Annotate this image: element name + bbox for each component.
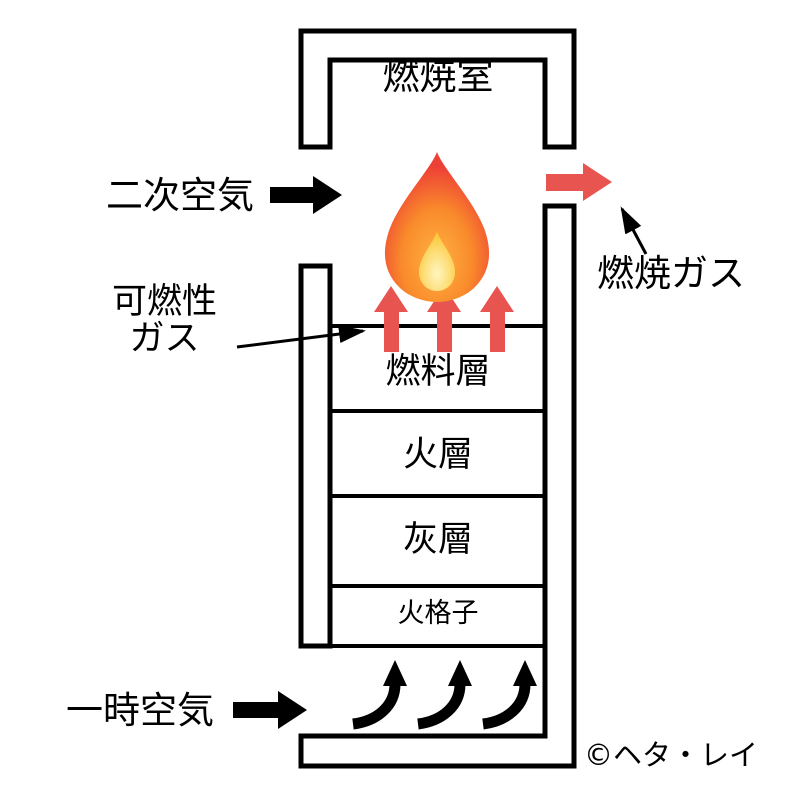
airflow-curved-arrow-1 xyxy=(352,660,407,730)
left-wall xyxy=(298,263,333,649)
combustible-gas-label-line1: 可燃性 xyxy=(111,282,217,322)
gas-up-arrow-2 xyxy=(427,286,461,352)
secondary-air-arrow xyxy=(270,176,342,214)
right-wall-and-floor xyxy=(298,203,577,769)
pointer-combustible-gas xyxy=(236,325,366,349)
combustion-chamber-wall xyxy=(298,28,577,150)
ash-layer-label: 灰層 xyxy=(402,520,473,560)
fuel-layer-label: 燃料層 xyxy=(385,352,491,392)
gas-up-arrow-3 xyxy=(480,286,514,352)
primary-air-label: 一時空気 xyxy=(66,689,214,732)
secondary-air-label: 二次空気 xyxy=(106,174,254,217)
combustible-gas-label-line2: ガス xyxy=(129,318,200,359)
combustion-chamber-label: 燃焼室 xyxy=(382,55,494,98)
exhaust-gas-arrow xyxy=(546,163,612,201)
primary-air-arrow xyxy=(233,691,307,729)
pointer-combustion-gas xyxy=(620,206,648,255)
combustible-gas-label: 可燃性 ガス xyxy=(92,284,237,358)
gas-up-arrow-1 xyxy=(374,286,408,352)
airflow-curved-arrow-2 xyxy=(417,660,472,730)
grate-label: 火格子 xyxy=(397,598,479,629)
fire-layer-label: 火層 xyxy=(402,435,473,475)
copyright-label: ©ヘタ・レイ xyxy=(584,738,759,772)
combustion-gas-label: 燃焼ガス xyxy=(597,252,745,295)
airflow-curved-arrow-3 xyxy=(482,660,537,730)
flame-icon xyxy=(384,152,490,302)
